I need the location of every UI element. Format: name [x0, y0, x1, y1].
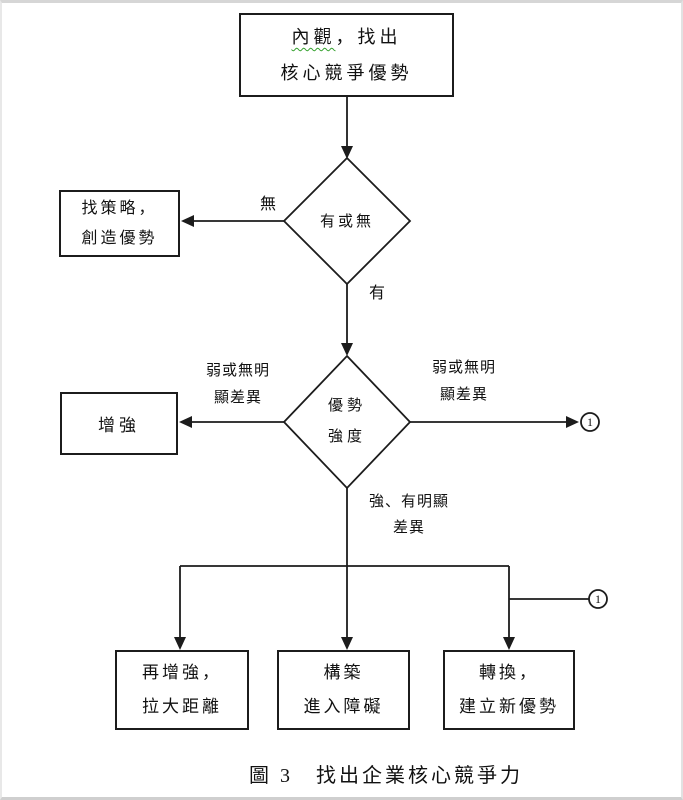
edge-label-no: 無	[259, 196, 276, 213]
connector-circle-2	[588, 589, 608, 609]
edge-decision2-to-branch	[180, 488, 509, 567]
transform-box-new-advantage: 轉換， 建立新優勢	[443, 650, 575, 730]
top-box-line1-underlined: 內觀	[291, 27, 336, 47]
transform-box-line2: 建立新優勢	[459, 697, 559, 716]
edge-decision1-to-strategy	[181, 215, 284, 227]
reinforce-box-line2: 拉大距離	[142, 697, 222, 716]
top-box-line1-rest: ，找出	[335, 27, 402, 47]
edge-label-strong-line2: 差異	[392, 520, 425, 536]
enhance-box-label: 增強	[98, 416, 140, 435]
arrowhead-left-icon	[181, 215, 194, 227]
arrowhead-down-icon	[503, 637, 515, 650]
arrowhead-down-icon	[341, 343, 353, 356]
edge-decision2-to-ref1: 1	[410, 412, 600, 432]
decision2-label-line1: 優勢	[327, 398, 366, 414]
strategy-box-line1: 找策略，	[81, 199, 158, 217]
transform-box-line1: 轉換，	[479, 663, 539, 682]
edge-label-weak-right-line1: 弱或無明	[431, 360, 496, 376]
edge-branch-to-reinforce	[174, 566, 186, 650]
connector-ref-label: 1	[595, 592, 601, 606]
decision2-label: 優勢 強度	[284, 391, 410, 453]
top-box-identify-core-advantage: 內觀，找出 核心競爭優勢	[239, 13, 454, 97]
edge-topbox-to-decision1	[341, 97, 353, 159]
barrier-box-line2: 進入障礙	[303, 697, 384, 716]
arrowhead-down-icon	[174, 637, 186, 650]
edge-branch-to-transform	[503, 566, 515, 650]
decision1-label: 有或無	[319, 214, 374, 230]
barrier-box-line1: 構築	[323, 663, 364, 682]
connector-ref-label: 1	[587, 415, 593, 429]
top-box-line1: 內觀，找出	[292, 19, 402, 55]
edge-branch-to-barrier	[341, 566, 353, 650]
edge-label-weak-right-line2: 顯差異	[439, 387, 488, 403]
top-box-line2: 核心競爭優勢	[280, 63, 413, 83]
edge-label-weak-left-line2: 顯差異	[213, 390, 262, 406]
reinforce-box-widen-gap: 再增強， 拉大距離	[115, 650, 249, 730]
reinforce-box-line1: 再增強，	[142, 663, 222, 682]
enhance-box: 增強	[60, 392, 178, 455]
arrowhead-down-icon	[341, 637, 353, 650]
arrowhead-down-icon	[341, 146, 353, 159]
figure-caption: 圖 3 找出企業核心競爭力	[249, 765, 523, 787]
arrowhead-left-icon	[179, 416, 192, 428]
edge-label-strong-line1: 強、有明顯	[368, 494, 449, 510]
arrowhead-right-icon	[566, 416, 579, 428]
strategy-box-create-advantage: 找策略， 創造優勢	[59, 190, 180, 257]
edge-decision2-to-enhance	[179, 416, 284, 428]
connector-circle-1	[580, 412, 600, 432]
flowchart-wires: 1 1	[174, 97, 608, 650]
edge-label-weak-left: 弱或無明 顯差異	[185, 358, 291, 412]
barrier-box-entry-barriers: 構築 進入障礙	[277, 650, 410, 730]
decision2-label-line2: 強度	[327, 429, 366, 445]
edge-label-weak-left-line1: 弱或無明	[205, 363, 270, 379]
edge-label-weak-right: 弱或無明 顯差異	[411, 355, 517, 409]
edge-label-yes: 有	[368, 285, 385, 302]
strategy-box-line2: 創造優勢	[81, 229, 158, 247]
edge-label-strong: 強、有明顯 差異	[352, 489, 466, 541]
edge-branch-to-ref1: 1	[509, 589, 608, 609]
edge-decision1-to-decision2	[341, 284, 353, 356]
